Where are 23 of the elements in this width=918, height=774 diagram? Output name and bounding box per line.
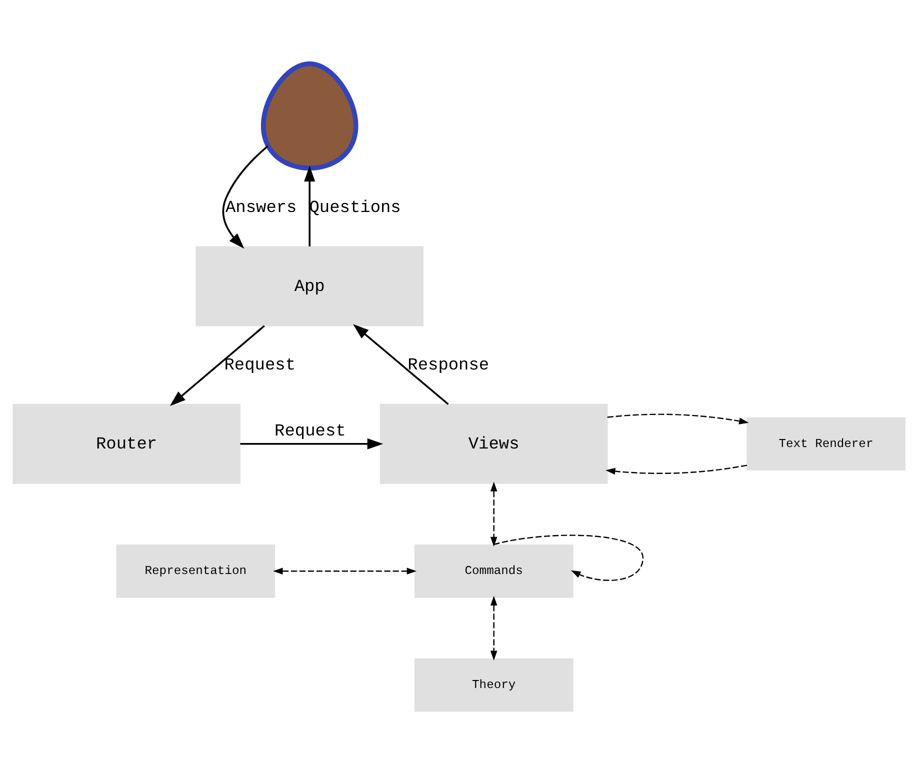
node-box: Text Renderer <box>746 416 906 470</box>
arrow <box>490 595 498 660</box>
arrow <box>304 165 316 246</box>
node-box: Theory <box>414 658 574 712</box>
node-box: Router <box>12 403 240 484</box>
node-box: Commands <box>414 544 574 598</box>
node-box: Views <box>380 403 608 484</box>
arrow <box>607 413 749 424</box>
edge-label: Response <box>408 356 490 376</box>
node-person <box>260 60 358 170</box>
edge-label: Request <box>274 422 346 442</box>
arrow <box>240 438 384 449</box>
edge-label: Request <box>224 356 296 376</box>
arrow <box>170 324 265 406</box>
arrow <box>273 567 417 574</box>
arrow <box>353 324 449 404</box>
edge-label: Answers <box>225 198 297 218</box>
node-box: App <box>196 246 424 326</box>
arrow <box>490 481 498 546</box>
arrow <box>222 144 268 248</box>
node-box: Representation <box>116 544 276 598</box>
edge-label: Questions <box>309 198 401 218</box>
arrow <box>606 464 748 474</box>
